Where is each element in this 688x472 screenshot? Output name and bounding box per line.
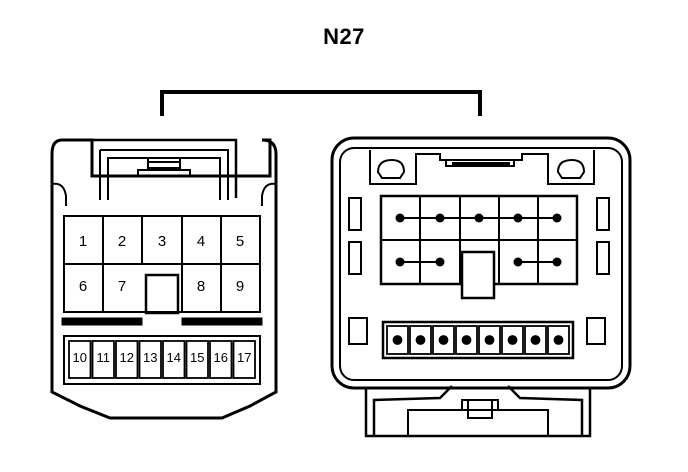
left-connector-bar-right xyxy=(181,317,263,326)
pin-label: 14 xyxy=(167,350,181,365)
terminal-dot xyxy=(395,213,405,223)
right-connector-side-slot xyxy=(348,197,362,231)
right-connector-bottom-contacts xyxy=(386,325,570,355)
terminal-dot xyxy=(507,335,518,345)
terminal-dot xyxy=(415,335,426,345)
pin-cavity xyxy=(115,340,139,379)
right-connector-side-slot xyxy=(586,317,606,345)
pin-label: 5 xyxy=(236,233,244,250)
pin-cavity xyxy=(209,340,233,379)
contact-cavity xyxy=(386,325,409,355)
contact-cavity xyxy=(455,325,478,355)
right-connector-key-slot xyxy=(460,250,496,300)
left-connector-lower-block xyxy=(63,335,261,385)
right-connector-latch-tab xyxy=(407,399,549,436)
pin-label: 8 xyxy=(197,278,205,295)
left-connector-latch-tab xyxy=(147,158,181,169)
terminal-dot xyxy=(552,257,562,267)
right-connector-rounded-tab-right xyxy=(556,158,586,179)
left-connector-bottom-row xyxy=(68,340,256,379)
pin-cavity xyxy=(185,340,209,379)
pin-cavity xyxy=(138,340,162,379)
contact-cavity xyxy=(432,325,455,355)
right-connector-inner xyxy=(339,147,623,381)
pin-label: 7 xyxy=(118,278,126,295)
terminal-dot xyxy=(553,335,564,345)
contact-cavity xyxy=(501,325,524,355)
left-connector-bar-left xyxy=(61,317,143,326)
right-connector-latch-lock xyxy=(467,400,493,419)
right-connector-side-slot xyxy=(348,241,362,275)
pin-label: 15 xyxy=(190,350,204,365)
left-connector xyxy=(50,138,278,420)
connector-title: N27 xyxy=(323,24,365,49)
left-connector-key-slot xyxy=(144,273,180,315)
pin-label: 9 xyxy=(236,278,244,295)
contact-cavity xyxy=(547,325,570,355)
pin-label: 6 xyxy=(79,278,87,295)
right-connector-bottom-row xyxy=(381,320,575,360)
pin-label: 2 xyxy=(118,233,126,250)
contact-cavity xyxy=(478,325,501,355)
terminal-dot xyxy=(474,213,484,223)
right-connector-terminals xyxy=(395,213,562,267)
pin-label: 12 xyxy=(120,350,134,365)
terminal-dot xyxy=(530,335,541,345)
right-connector-side-slot xyxy=(348,317,368,345)
right-connector-side-slot xyxy=(596,241,610,275)
pin-label: 13 xyxy=(143,350,157,365)
left-connector-side-notch xyxy=(51,182,277,206)
pin-label: 4 xyxy=(197,233,205,250)
right-connector-top-recess xyxy=(369,150,595,185)
pin-label: 1 xyxy=(79,233,87,250)
contact-cavity xyxy=(409,325,432,355)
left-connector-latch-outer xyxy=(92,138,238,198)
terminal-dot xyxy=(513,213,523,223)
left-connector-latch-hook xyxy=(120,169,208,177)
terminal-dot xyxy=(461,335,472,345)
right-connector-rounded-tab-left xyxy=(376,158,406,179)
terminal-dot xyxy=(552,213,562,223)
contact-cavity xyxy=(524,325,547,355)
pin-label: 17 xyxy=(237,350,251,365)
right-connector-side-slot xyxy=(596,197,610,231)
right-connector-groove-bar xyxy=(452,162,510,166)
terminal-dot xyxy=(435,257,445,267)
right-connector-latch xyxy=(364,385,592,438)
pin-cavity xyxy=(232,340,256,379)
left-connector-latch-inner xyxy=(99,149,229,200)
left-connector-housing xyxy=(50,138,278,420)
bracket xyxy=(160,90,482,116)
pin-cavity xyxy=(162,340,186,379)
pin-cavity xyxy=(91,340,115,379)
pin-label: 16 xyxy=(214,350,228,365)
terminal-dot xyxy=(435,213,445,223)
pin-cavity xyxy=(68,340,92,379)
terminal-dot xyxy=(395,257,405,267)
right-connector xyxy=(330,136,632,438)
right-connector-housing xyxy=(330,136,632,390)
terminal-dot xyxy=(438,335,449,345)
terminal-dot xyxy=(513,257,523,267)
pin-label: 10 xyxy=(73,350,87,365)
pin-label: 3 xyxy=(158,233,166,250)
terminal-dot xyxy=(392,335,403,345)
pin-label: 11 xyxy=(97,350,111,365)
terminal-dot xyxy=(484,335,495,345)
